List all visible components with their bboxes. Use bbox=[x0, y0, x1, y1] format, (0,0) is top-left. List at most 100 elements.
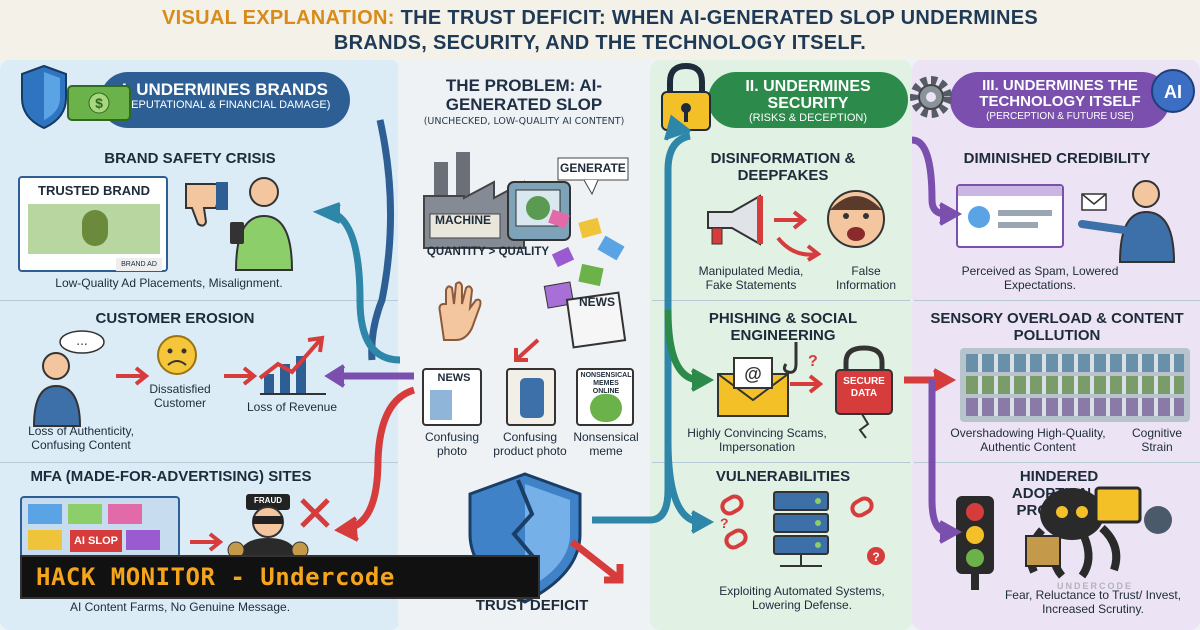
adoption-caption: Fear, Reluctance to Trust/ Invest, Incre… bbox=[1004, 588, 1182, 616]
brands-subtitle: (REPUTATIONAL & FINANCIAL DAMAGE) bbox=[119, 99, 331, 111]
divider bbox=[652, 462, 910, 463]
vulnerabilities-caption: Exploiting Automated Systems, Lowering D… bbox=[719, 584, 885, 612]
brands-header-pill: I. UNDERMINES BRANDS (REPUTATIONAL & FIN… bbox=[100, 72, 350, 128]
title-rest: THE TRUST DEFICIT: WHEN AI-GENERATED SLO… bbox=[394, 7, 1039, 29]
banner-text: HACK MONITOR - Undercode bbox=[36, 563, 395, 591]
farm-tile bbox=[68, 504, 102, 524]
technology-title: III. UNDERMINES THE TECHNOLOGY ITSELF bbox=[979, 77, 1141, 110]
phishing-email-icon: @ bbox=[717, 357, 789, 417]
meme-thumbnail: NONSENSICAL MEMES ONLINE bbox=[576, 368, 634, 426]
trusted-brand-sign: TRUSTED BRAND bbox=[38, 183, 150, 198]
slop-debris-icon bbox=[543, 209, 627, 349]
slop-factory-icon bbox=[423, 152, 629, 249]
svg-text:$: $ bbox=[95, 95, 103, 111]
ai-head-icon: AI bbox=[1151, 69, 1195, 113]
revenue-chart-icon bbox=[258, 335, 326, 395]
credibility-heading: DIMINISHED CREDIBILITY bbox=[963, 150, 1151, 167]
sad-face-icon bbox=[157, 335, 197, 375]
credibility-caption: Perceived as Spam, Lowered Expectations. bbox=[961, 264, 1119, 292]
broken-chain-icon: ? bbox=[720, 494, 748, 550]
security-header-pill: II. UNDERMINES SECURITY (RISKS & DECEPTI… bbox=[708, 72, 908, 128]
machine-label: MACHINE bbox=[435, 213, 491, 227]
curved-arrow-icon bbox=[776, 236, 822, 262]
news-label-a: NEWS bbox=[579, 295, 615, 309]
divider bbox=[0, 462, 398, 463]
gear-icon bbox=[910, 76, 952, 118]
customer-erosion-heading: CUSTOMER EROSION bbox=[95, 310, 255, 327]
divider bbox=[914, 462, 1200, 463]
confusing-photo-thumbnail: NEWS bbox=[422, 368, 482, 426]
svg-text:?: ? bbox=[872, 550, 879, 564]
technology-header-pill: III. UNDERMINES THE TECHNOLOGY ITSELF (P… bbox=[950, 72, 1170, 128]
ai-octopus-monster-icon bbox=[1025, 486, 1172, 579]
text-line bbox=[998, 222, 1038, 228]
svg-text:@: @ bbox=[744, 364, 762, 384]
confused-person-icon: ... bbox=[32, 330, 105, 427]
shield-money-icon: $ bbox=[21, 64, 131, 130]
title-line-1: VISUAL EXPLANATION: THE TRUST DEFICIT: W… bbox=[0, 7, 1200, 30]
hack-monitor-banner: HACK MONITOR - Undercode bbox=[20, 555, 540, 599]
svg-text:?: ? bbox=[720, 515, 729, 531]
product-photo-thumbnail bbox=[506, 368, 556, 426]
window-titlebar bbox=[958, 186, 1062, 196]
problem-subtitle: (UNCHECKED, LOW-QUALITY AI CONTENT) bbox=[423, 116, 625, 127]
secure-data-label: SECURE DATA bbox=[843, 376, 885, 399]
svg-text:...: ... bbox=[76, 334, 87, 348]
pollution-row bbox=[966, 398, 1184, 416]
product-jar bbox=[520, 378, 544, 418]
news-label-b: NEWS bbox=[437, 372, 471, 384]
disinfo-heading: DISINFORMATION & DEEPFAKES bbox=[710, 150, 856, 184]
user-pointing-icon bbox=[1078, 180, 1176, 263]
arrow-icon bbox=[774, 210, 808, 230]
nonsense-tag: NONSENSICAL MEMES ONLINE bbox=[580, 372, 632, 395]
ad-label: BRAND AD bbox=[116, 258, 162, 271]
product-photo-caption: Confusing product photo bbox=[493, 430, 567, 458]
brand-safety-heading: BRAND SAFETY CRISIS bbox=[104, 150, 276, 167]
cognitive-strain-caption: Cognitive Strain bbox=[1131, 426, 1183, 454]
farm-tile bbox=[28, 530, 62, 550]
farm-tile bbox=[28, 504, 62, 524]
trust-deficit-label: TRUST DEFICIT bbox=[475, 597, 589, 614]
hook-icon: ? bbox=[782, 342, 818, 374]
ad-creature bbox=[82, 210, 108, 246]
quantity-over-quality-label: QUANTITY > QUALITY bbox=[426, 246, 550, 258]
confusing-photo-caption: Confusing photo bbox=[424, 430, 480, 458]
server-rack-icon bbox=[773, 491, 829, 567]
overload-heading: SENSORY OVERLOAD & CONTENT POLLUTION bbox=[930, 310, 1184, 344]
traffic-light-icon bbox=[956, 496, 994, 590]
arrow-icon bbox=[790, 374, 824, 394]
mfa-caption: AI Content Farms, No Genuine Message. bbox=[69, 600, 291, 614]
trusted-brand-billboard: TRUSTED BRAND BRAND AD bbox=[18, 176, 168, 272]
watermark: UNDERCODE bbox=[1056, 581, 1133, 591]
ai-slop-tag: AI SLOP bbox=[70, 530, 122, 552]
false-information-caption: False Information bbox=[835, 264, 897, 292]
phishing-heading: PHISHING & SOCIAL ENGINEERING bbox=[708, 310, 858, 344]
ai-badge: AI bbox=[1164, 82, 1182, 102]
mfa-heading: MFA (MADE-FOR-ADVERTISING) SITES bbox=[30, 468, 312, 485]
arrow-icon bbox=[224, 366, 258, 386]
text-line bbox=[998, 210, 1052, 216]
title-line-2: BRANDS, SECURITY, AND THE TECHNOLOGY ITS… bbox=[333, 32, 867, 54]
loss-of-revenue-label: Loss of Revenue bbox=[246, 400, 338, 414]
red-x-icon bbox=[300, 498, 330, 528]
loss-of-authenticity-label: Loss of Authenticity, Confusing Content bbox=[28, 424, 134, 452]
title-highlight: VISUAL EXPLANATION: bbox=[161, 7, 395, 29]
arrow-icon bbox=[190, 532, 224, 552]
manipulated-media-caption: Manipulated Media, Fake Statements bbox=[698, 264, 804, 292]
pollution-row bbox=[966, 376, 1184, 394]
meme-caption: Nonsensical meme bbox=[573, 430, 639, 458]
vulnerabilities-heading: VULNERABILITIES bbox=[715, 468, 851, 485]
brand-safety-caption: Low-Quality Ad Placements, Misalignment. bbox=[55, 276, 283, 290]
broken-chain-icon: ? bbox=[850, 496, 885, 565]
svg-text:?: ? bbox=[808, 353, 818, 370]
deepfake-face-icon bbox=[827, 190, 885, 248]
hand-icon bbox=[438, 281, 482, 341]
phishing-caption: Highly Convincing Scams, Impersonation bbox=[687, 426, 827, 454]
fraud-tag: FRAUD bbox=[254, 496, 282, 505]
spam-window bbox=[956, 184, 1064, 248]
thumbs-down-icon bbox=[185, 182, 228, 227]
breached-lock-icon bbox=[835, 345, 893, 439]
brands-title: I. UNDERMINES BRANDS bbox=[122, 80, 328, 99]
farm-tile bbox=[126, 530, 160, 550]
